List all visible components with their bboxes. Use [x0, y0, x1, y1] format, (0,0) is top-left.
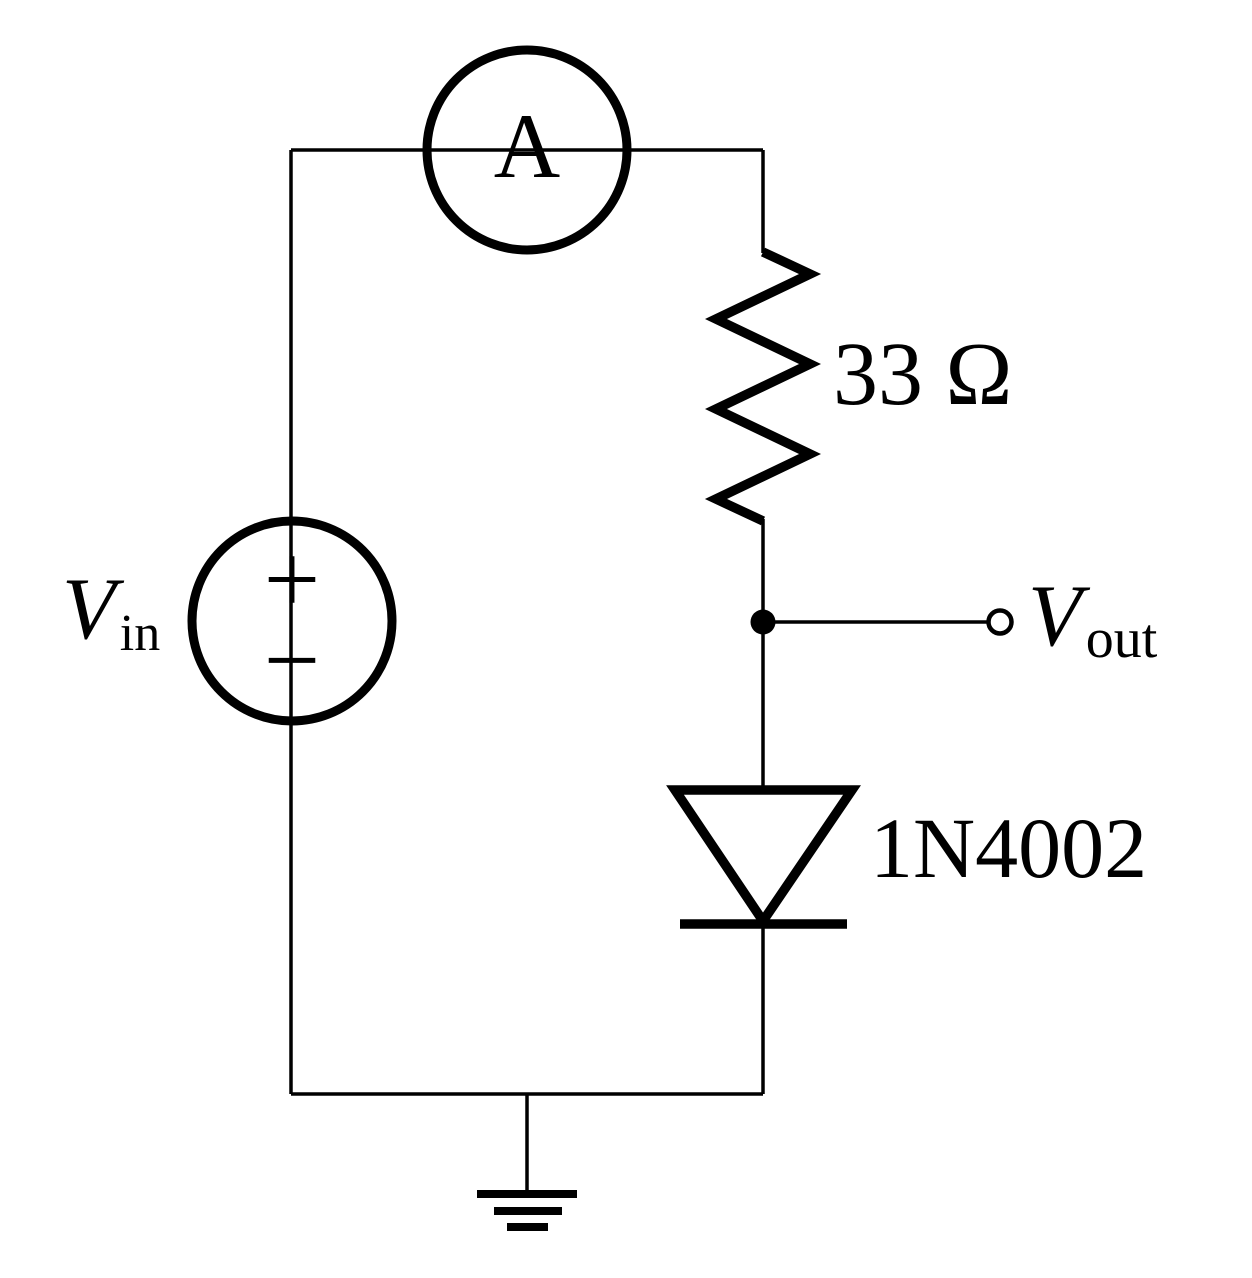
voltage-source-circle [187, 516, 397, 726]
diode: 1N4002 [666, 785, 1147, 930]
diode-triangle [666, 785, 861, 930]
vout-label: V out [1028, 568, 1158, 670]
junction-dot [750, 609, 776, 635]
vin-label: V in [62, 561, 160, 662]
ground-symbol [477, 1190, 577, 1231]
plus-sign: + [264, 524, 320, 635]
output-node: V out [750, 568, 1158, 670]
wires [289, 148, 988, 1192]
ammeter-circle [422, 45, 632, 255]
ammeter: A [422, 45, 632, 255]
vout-label-main: V [1028, 568, 1091, 665]
vin-label-main: V [62, 561, 125, 658]
vin-label-subscript: in [120, 605, 160, 662]
ammeter-label: A [494, 95, 560, 197]
resistor: 33 Ω [704, 247, 1012, 526]
voltage-source: + − V in [62, 516, 397, 726]
resistor-zigzag [704, 247, 822, 526]
vout-label-subscript: out [1086, 608, 1158, 670]
diode-part-label: 1N4002 [870, 800, 1147, 896]
minus-sign: − [264, 605, 320, 716]
resistor-value-label: 33 Ω [833, 325, 1012, 424]
output-terminal-circle [986, 608, 1014, 636]
